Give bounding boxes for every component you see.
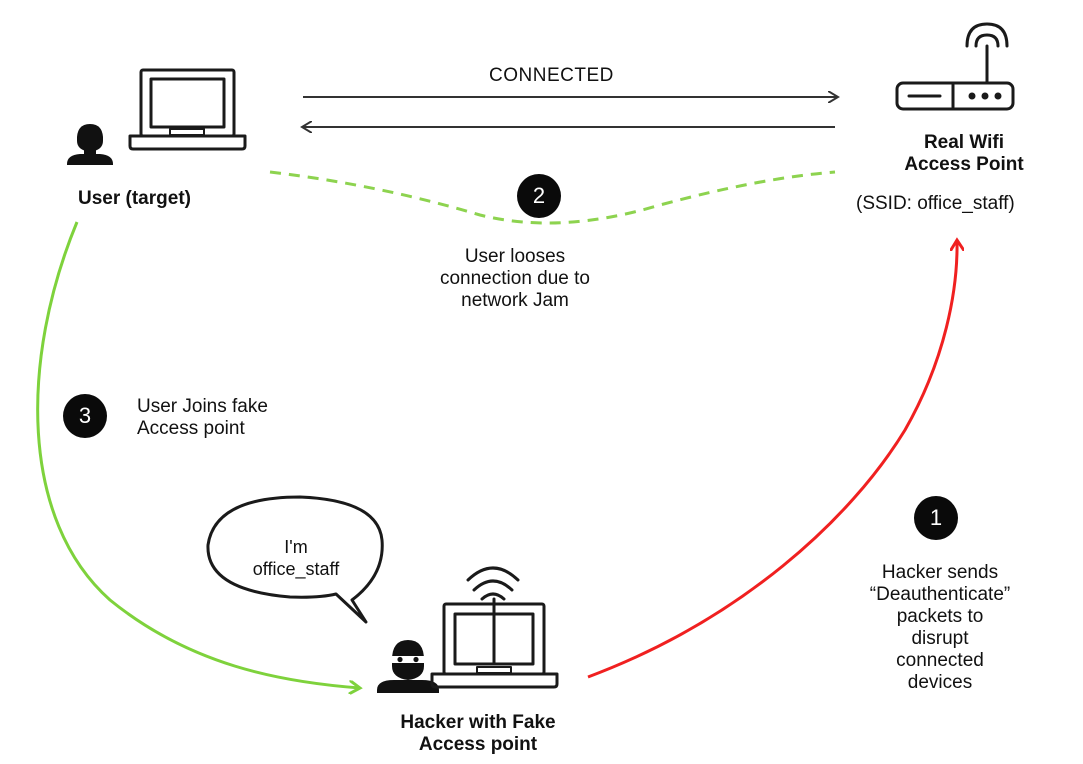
real-ap-ssid: (SSID: office_staff): [856, 193, 1015, 214]
speech-line: I'm: [284, 537, 308, 557]
deauth-arrow: [587, 240, 957, 679]
step-3-line: User Joins fake: [137, 396, 268, 417]
step-1-line: “Deauthenticate”: [869, 584, 1011, 605]
step-1-line: disrupt: [911, 628, 969, 649]
step-3-description: User Joins fake Access point: [137, 396, 268, 440]
step-badge-2: 2: [517, 174, 561, 218]
connected-arrows: [302, 97, 838, 127]
lost-connection-dashed-line: [269, 170, 836, 225]
laptop-broadcasting-icon: [430, 566, 559, 689]
hacker-label-line1: Hacker with Fake: [400, 712, 556, 733]
step-2-description: User looses connection due to network Ja…: [405, 246, 625, 312]
step-3-line: Access point: [137, 418, 245, 439]
step-1-line: devices: [907, 672, 973, 693]
hacker-label-line2: Access point: [418, 734, 538, 755]
hacker-label: Hacker with Fake Access point: [368, 712, 588, 756]
step-1-line: Hacker sends: [881, 562, 999, 583]
real-ap-label-line1: Real Wifi: [923, 132, 1005, 153]
step-2-line: network Jam: [461, 290, 569, 311]
user-joins-fake-arrow: [36, 221, 360, 688]
laptop-icon: [128, 68, 247, 151]
masked-hacker-icon: [377, 640, 439, 693]
speech-bubble-text: I'm office_staff: [226, 536, 366, 580]
step-badge-3: 3: [63, 394, 107, 438]
person-silhouette-icon: [67, 124, 113, 165]
real-ap-label-line2: Access Point: [904, 154, 1024, 175]
user-target-label: User (target): [78, 188, 191, 209]
real-ap-label: Real Wifi Access Point: [895, 132, 1033, 176]
speech-bubble-icon: [206, 495, 384, 624]
step-1-description: Hacker sends “Deauthenticate” packets to…: [850, 562, 1030, 694]
speech-line: office_staff: [252, 559, 340, 579]
step-2-line: connection due to: [439, 268, 590, 289]
step-badge-1: 1: [914, 496, 958, 540]
step-1-line: connected: [896, 650, 984, 671]
connected-label: CONNECTED: [489, 65, 614, 86]
step-1-line: packets to: [896, 606, 984, 627]
step-2-line: User looses: [464, 246, 566, 267]
wifi-router-icon: [895, 22, 1015, 111]
